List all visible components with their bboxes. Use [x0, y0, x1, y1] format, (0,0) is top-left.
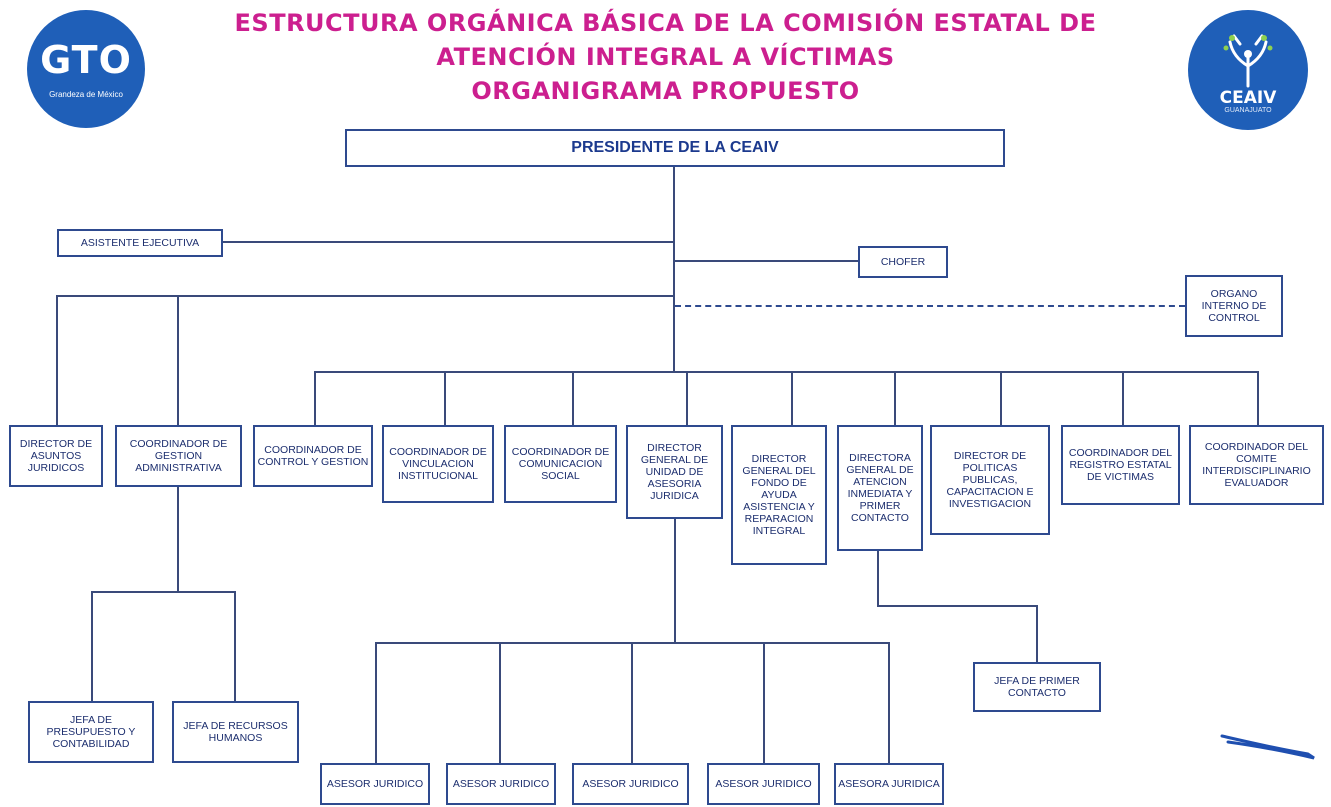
node-hr-head: JEFA DE RECURSOS HUMANOS: [172, 701, 299, 763]
connector-line: [177, 486, 179, 592]
node-budget-head: JEFA DE PRESUPUESTO Y CONTABILIDAD: [28, 701, 154, 763]
connector-line: [314, 371, 1259, 373]
title-line-2: ATENCIÓN INTEGRAL A VÍCTIMAS: [436, 43, 895, 71]
connector-line: [572, 371, 574, 427]
node-legal-advisor: ASESOR JURIDICO: [446, 763, 556, 805]
connector-line: [673, 166, 675, 372]
connector-line: [763, 642, 765, 764]
connector-line: [1122, 371, 1124, 427]
gto-logo-text: GTO: [40, 38, 132, 82]
node-comm-coord: COORDINADOR DE COMUNICACION SOCIAL: [504, 425, 617, 503]
gto-logo-subtitle: Grandeza de México: [49, 90, 123, 99]
node-first-contact-director: DIRECTORA GENERAL DE ATENCION INMEDIATA …: [837, 425, 923, 551]
node-legal-affairs: DIRECTOR DE ASUNTOS JURIDICOS: [9, 425, 103, 487]
signature-mark: [1220, 734, 1315, 760]
dashed-connector-line: [675, 305, 1185, 307]
tree-icon: [1223, 34, 1273, 88]
node-admin-coord: COORDINADOR DE GESTION ADMINISTRATIVA: [115, 425, 242, 487]
gto-logo: GTO Grandeza de México: [27, 10, 145, 128]
connector-line: [499, 642, 501, 764]
connector-line: [56, 295, 58, 426]
connector-line: [1000, 371, 1002, 427]
node-legal-advisor: ASESOR JURIDICO: [707, 763, 820, 805]
node-driver: CHOFER: [858, 246, 948, 278]
connector-line: [1257, 371, 1259, 427]
title-line-3: ORGANIGRAMA PROPUESTO: [471, 77, 860, 105]
connector-line: [791, 371, 793, 427]
node-policy-director: DIRECTOR DE POLITICAS PUBLICAS, CAPACITA…: [930, 425, 1050, 535]
node-legal-advisor: ASESOR JURIDICO: [320, 763, 430, 805]
connector-line: [314, 371, 316, 427]
ceaiv-logo: CEAIV GUANAJUATO: [1188, 10, 1308, 130]
connector-line: [56, 295, 675, 297]
node-liaison-coord: COORDINADOR DE VINCULACION INSTITUCIONAL: [382, 425, 494, 503]
connector-line: [375, 642, 377, 764]
ceaiv-logo-subtitle: GUANAJUATO: [1224, 107, 1272, 114]
node-registry-coord: COORDINADOR DEL REGISTRO ESTATAL DE VICT…: [1061, 425, 1180, 505]
node-president: PRESIDENTE DE LA CEAIV: [345, 129, 1005, 167]
connector-line: [674, 260, 859, 262]
node-legal-unit: DIRECTOR GENERAL DE UNIDAD DE ASESORIA J…: [626, 425, 723, 519]
connector-line: [1036, 605, 1038, 663]
ceaiv-logo-text: CEAIV: [1219, 88, 1277, 108]
node-internal-control: ORGANO INTERNO DE CONTROL: [1185, 275, 1283, 337]
node-assistant: ASISTENTE EJECUTIVA: [57, 229, 223, 257]
node-control-coord: COORDINADOR DE CONTROL Y GESTION: [253, 425, 373, 487]
node-fund-director: DIRECTOR GENERAL DEL FONDO DE AYUDA ASIS…: [731, 425, 827, 565]
connector-line: [234, 591, 236, 702]
connector-line: [444, 371, 446, 427]
connector-line: [686, 371, 688, 427]
connector-line: [91, 591, 236, 593]
node-committee-coord: COORDINADOR DEL COMITE INTERDISCIPLINARI…: [1189, 425, 1324, 505]
connector-line: [91, 591, 93, 702]
connector-line: [877, 550, 879, 606]
node-legal-advisor: ASESORA JURIDICA: [834, 763, 944, 805]
connector-line: [674, 518, 676, 643]
connector-line: [888, 642, 890, 764]
node-first-contact-head: JEFA DE PRIMER CONTACTO: [973, 662, 1101, 712]
title-line-1: ESTRUCTURA ORGÁNICA BÁSICA DE LA COMISIÓ…: [234, 9, 1097, 37]
connector-line: [177, 295, 179, 426]
node-legal-advisor: ASESOR JURIDICO: [572, 763, 689, 805]
connector-line: [222, 241, 674, 243]
connector-line: [894, 371, 896, 427]
connector-line: [631, 642, 633, 764]
connector-line: [877, 605, 1037, 607]
